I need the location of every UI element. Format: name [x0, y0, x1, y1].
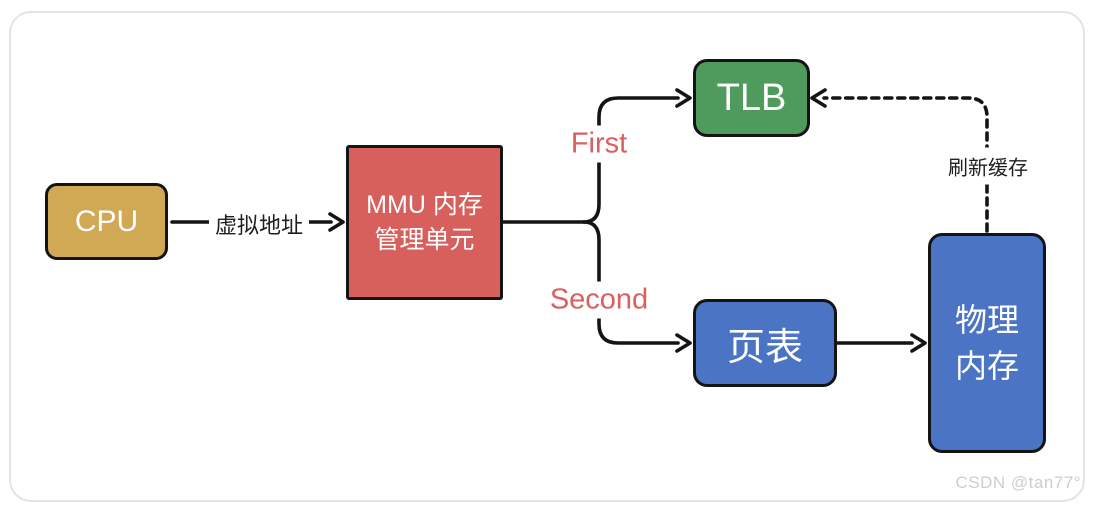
arrowhead-into-mmu: [328, 212, 345, 232]
node-cpu: CPU: [45, 183, 168, 260]
watermark-text: CSDN @tan77°: [955, 473, 1081, 492]
node-cpu-label: CPU: [74, 204, 139, 238]
card-frame: [9, 11, 1085, 502]
label-second-branch: Second: [539, 281, 659, 319]
edge-physical-memory-to-tlb-dashed: [822, 96, 989, 233]
label-virtual-address: 虚拟地址: [208, 206, 310, 242]
node-mmu-label-line2: 管理单元: [374, 225, 475, 254]
node-page-table-label: 页表: [726, 326, 803, 369]
edge-branch-first-to-tlb: [582, 96, 680, 224]
node-page-table: 页表: [693, 299, 837, 387]
arrowhead-into-page-table: [675, 333, 692, 353]
node-physical-memory: 物理 内存: [928, 233, 1046, 453]
node-mmu-label-line1: MMU 内存: [366, 190, 483, 219]
arrowhead-into-tlb-dashed: [810, 88, 827, 108]
node-tlb: TLB: [693, 59, 810, 137]
arrowhead-into-physical-memory: [910, 333, 927, 353]
node-physical-memory-label-line1: 物理: [954, 302, 1019, 338]
node-tlb-label: TLB: [716, 76, 787, 119]
label-refresh-cache: 刷新缓存: [942, 147, 1034, 185]
node-mmu: MMU 内存 管理单元: [346, 145, 503, 300]
arrowhead-into-tlb-solid: [675, 88, 692, 108]
node-physical-memory-label-line2: 内存: [954, 348, 1019, 384]
label-first-branch: First: [560, 125, 638, 163]
edge-branch-second-to-page-table: [582, 220, 680, 345]
